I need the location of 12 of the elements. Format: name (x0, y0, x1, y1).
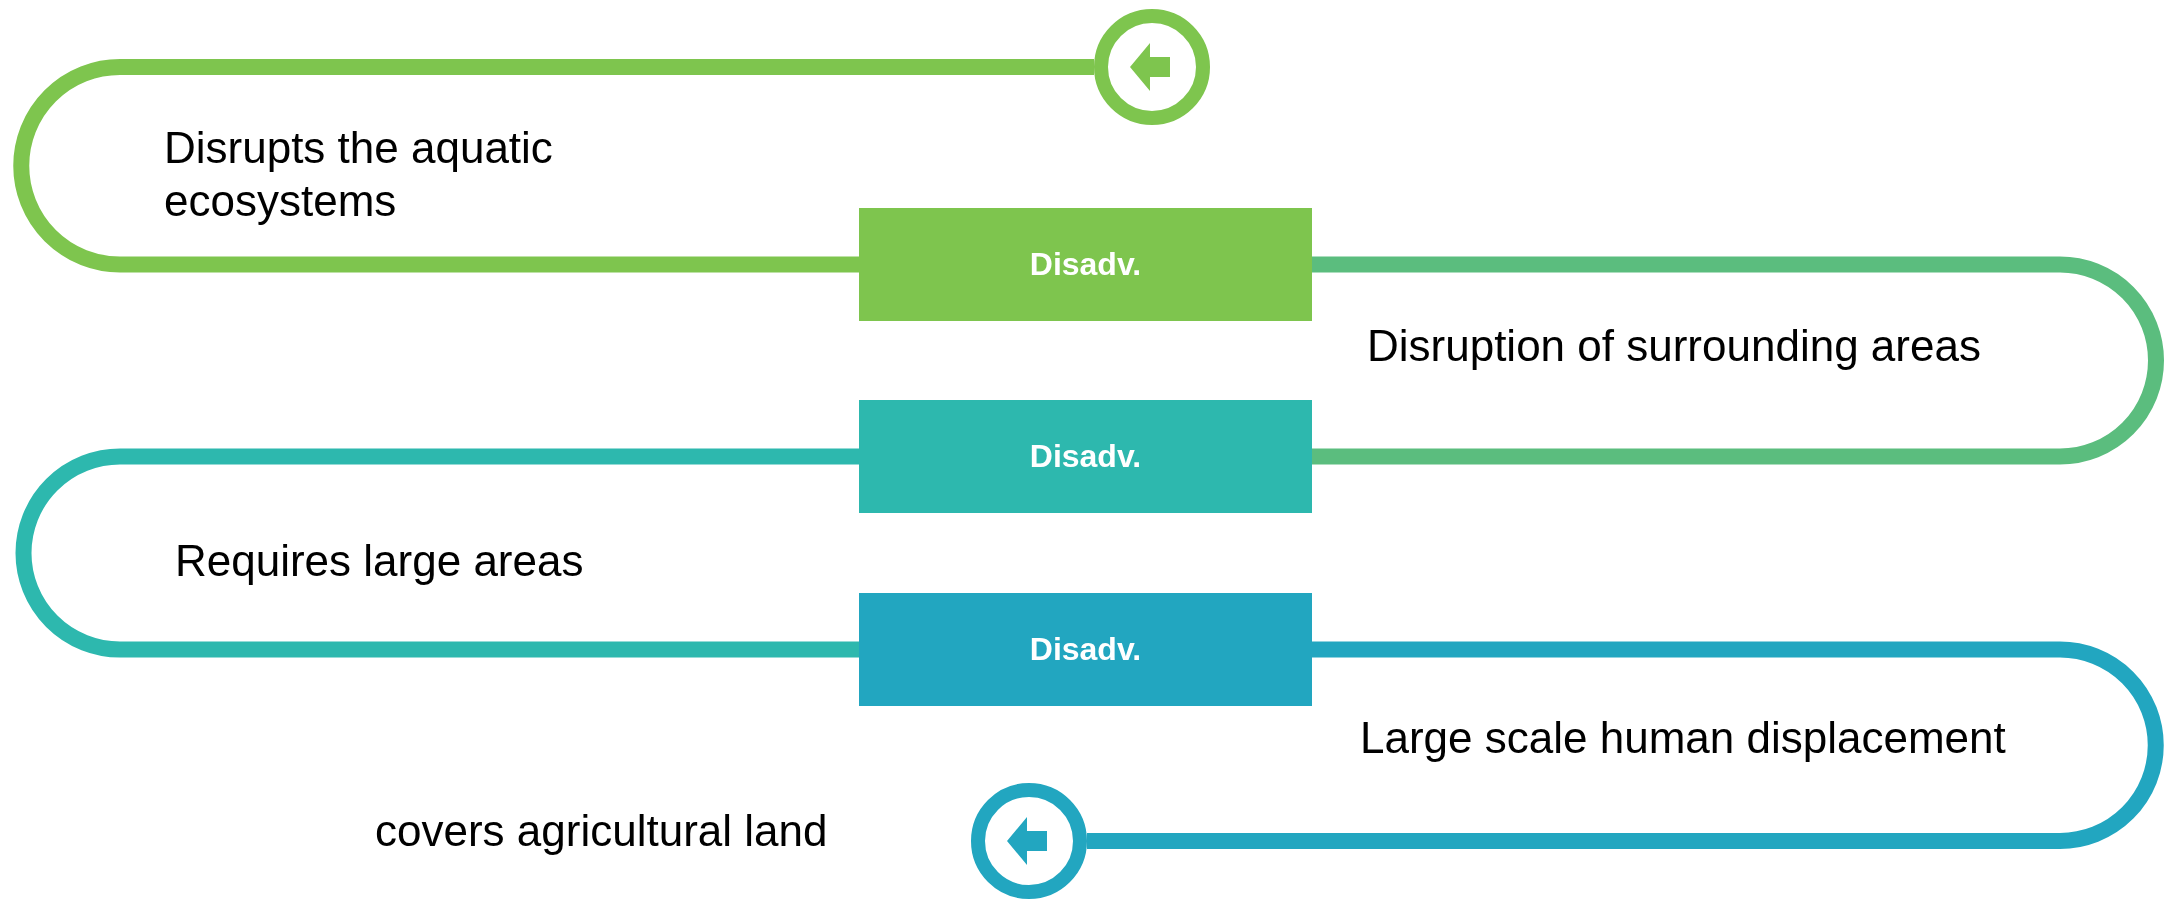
label-box: Disadv. (859, 400, 1312, 513)
description-text: Disrupts the aquatic ecosystems (164, 122, 554, 227)
description-text: Large scale human displacement (1360, 712, 2006, 764)
description-text: Disruption of surrounding areas (1367, 320, 1981, 372)
description-text: Requires large areas (175, 535, 584, 587)
connector-line (16, 448, 859, 658)
label-box: Disadv. (859, 593, 1312, 706)
connector-line (1312, 256, 2164, 465)
connector-line (13, 59, 1094, 273)
connector-line (1087, 641, 2164, 849)
label-box: Disadv. (859, 208, 1312, 321)
description-text: covers agricultural land (375, 805, 828, 857)
